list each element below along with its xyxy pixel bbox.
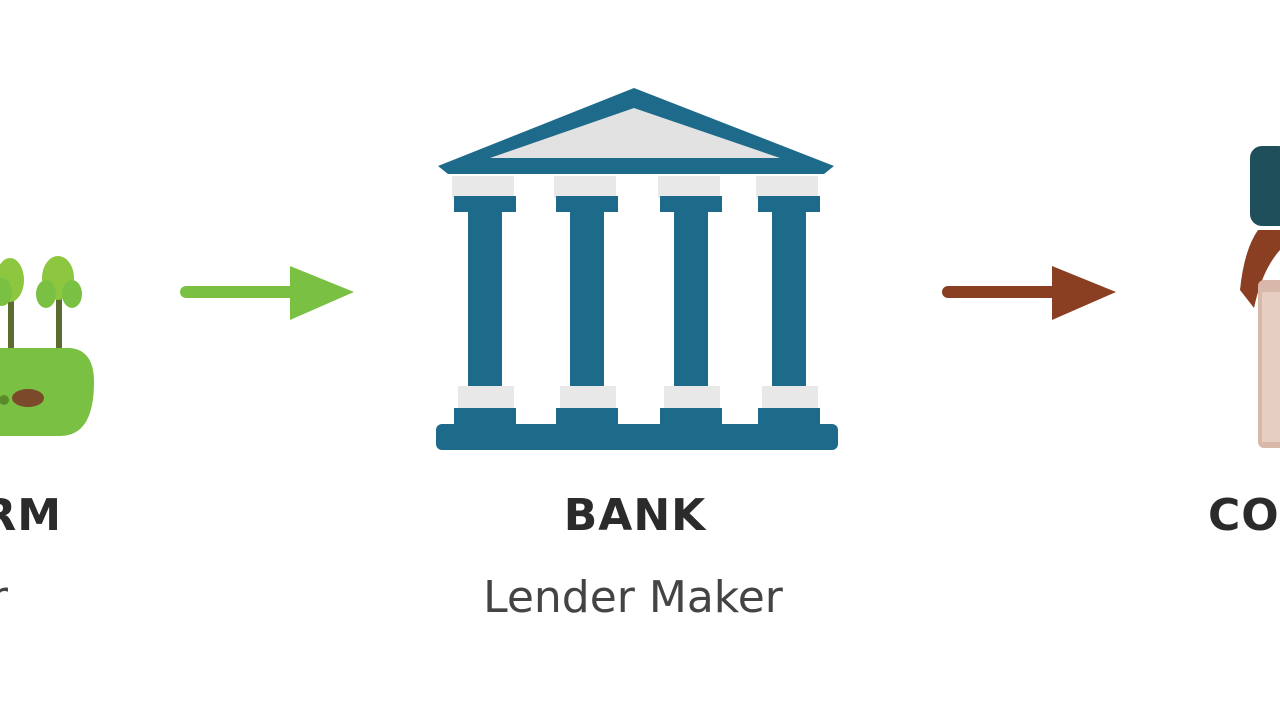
farm-title: RM: [0, 490, 62, 541]
farm-icon: [0, 256, 94, 436]
farm-subtitle: r: [0, 572, 8, 623]
bank-title: BANK: [563, 490, 707, 541]
arrow-farm-to-bank: [180, 266, 354, 320]
person-icon: [1240, 146, 1280, 448]
arrow-bank-to-consumer: [942, 266, 1116, 320]
bank-subtitle: Lender Maker: [483, 572, 783, 623]
consumer-title: CO: [1208, 490, 1280, 541]
bank-icon: [436, 88, 838, 450]
